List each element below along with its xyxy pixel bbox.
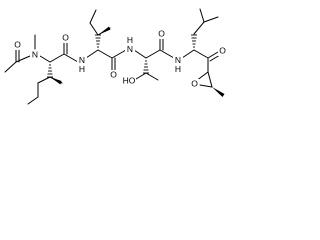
ile1-carbonyl-to-n-bond bbox=[63, 53, 79, 63]
ile2-carbonyl-to-n-bond bbox=[111, 49, 127, 59]
thr-carbonyl-to-n-bond bbox=[159, 49, 175, 59]
thr-amide-nitrogen-label: N bbox=[127, 44, 133, 54]
ile2-beta-to-ethyl-bond bbox=[89, 22, 99, 36]
epoxide-c2-o-bond bbox=[199, 84, 213, 88]
leu-amide-hydrogen-label: H bbox=[175, 64, 181, 74]
acetyl-methyl-bond bbox=[4, 61, 17, 73]
thr-carbonyl-oxygen-label: O bbox=[158, 28, 165, 38]
acetyl-oxygen-label: O bbox=[14, 39, 21, 49]
thr-amide-hydrogen-label: H bbox=[127, 35, 133, 45]
ketone-o-bond bbox=[207, 51, 219, 59]
leu-alpha-hashed-bond bbox=[191, 34, 197, 48]
ile1-alpha-hashed-bond bbox=[47, 64, 53, 78]
epoxide-methyl-wedge-bond bbox=[212, 87, 225, 97]
n-methyl-nitrogen-label: N bbox=[32, 49, 38, 59]
leu-ch-to-methyl2-bond bbox=[203, 16, 219, 23]
ile2-alpha-to-carbonyl-bond bbox=[97, 49, 113, 59]
epoxyketone-peptide-structure: O N O N H O H N O HO bbox=[4, 8, 227, 105]
ile1-ethyl-terminal-bond bbox=[27, 96, 39, 105]
thr-beta-to-hydroxyl-bond bbox=[135, 72, 147, 80]
ketone-oxygen-label: O bbox=[219, 45, 226, 55]
leu-ch-to-methyl1-bond bbox=[199, 8, 205, 23]
ile2-amide-hydrogen-label: H bbox=[79, 64, 85, 74]
leu-amide-nitrogen-label: N bbox=[175, 55, 181, 65]
thr-alpha-to-carbonyl-bond bbox=[145, 49, 161, 59]
acetyl-to-n-bond bbox=[15, 55, 31, 63]
thr-hydroxyl-label: HO bbox=[123, 75, 136, 85]
ile1-beta-wedge-bond bbox=[50, 77, 62, 85]
ile2-alpha-hashed-bond bbox=[95, 34, 101, 48]
nh-to-thr-alpha-bond bbox=[133, 49, 147, 59]
epoxide-oxygen-label: O bbox=[191, 78, 198, 88]
ile2-amide-nitrogen-label: N bbox=[79, 55, 85, 65]
ile1-carbonyl-oxygen-label: O bbox=[62, 32, 69, 42]
n-to-ile1-alpha-bond bbox=[39, 55, 51, 63]
nh-to-leu-alpha-bond bbox=[181, 49, 195, 59]
chemical-structure-canvas: O N O N H O H N O HO bbox=[0, 0, 245, 112]
ile2-carbonyl-oxygen-label: O bbox=[110, 69, 117, 79]
thr-alpha-hashed-bond bbox=[143, 60, 149, 74]
nh-to-ile2-alpha-bond bbox=[85, 49, 99, 59]
epoxide-c-c-bond bbox=[207, 71, 213, 88]
leu-alpha-to-ketone-bond bbox=[193, 49, 209, 59]
ile1-alpha-to-carbonyl-bond bbox=[49, 53, 65, 63]
ile1-beta-to-methyl-bond bbox=[37, 76, 51, 84]
atom-labels: O N O N H O H N O HO bbox=[13, 28, 227, 89]
leu-ch2-to-ch-bond bbox=[193, 21, 205, 35]
ile2-beta-wedge-bond bbox=[98, 26, 111, 35]
thr-beta-to-methyl-bond bbox=[145, 72, 159, 81]
ile2-ethyl-to-terminal-bond bbox=[89, 9, 97, 24]
stereo-bonds bbox=[47, 26, 225, 97]
